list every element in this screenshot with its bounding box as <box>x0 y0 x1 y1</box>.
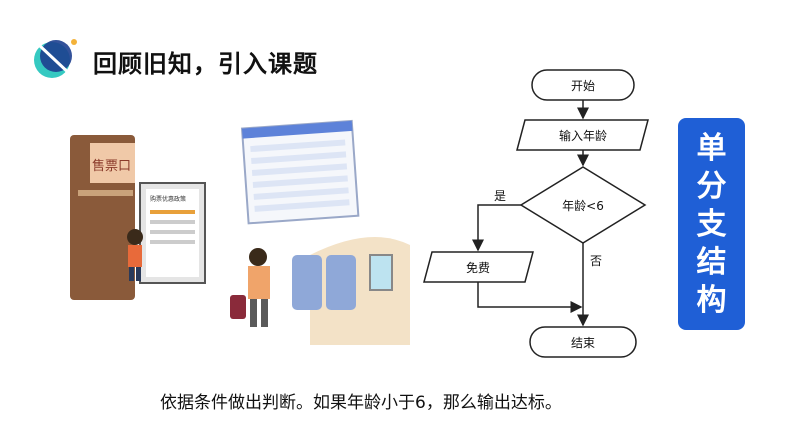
structure-label: 单分支结构 <box>678 130 745 320</box>
caption: 依据条件做出判断。如果年龄小于6，那么输出达标。 <box>160 393 562 413</box>
illustration: 售票口 购票优惠政策 <box>70 115 410 350</box>
poster-title: 购票优惠政策 <box>150 195 186 203</box>
structure-label-char: 分 <box>696 169 727 204</box>
action-node <box>423 251 534 283</box>
no-label: 否 <box>590 254 602 268</box>
flowchart: 开始 输入年龄 年龄<6 是 免费 否 结束 <box>415 60 665 365</box>
ticket-sign: 售票口 <box>92 158 131 174</box>
end-label: 结束 <box>571 336 595 350</box>
page-title: 回顾旧知，引入课题 <box>93 50 318 78</box>
input-label: 输入年龄 <box>559 128 607 143</box>
structure-label-char: 构 <box>696 283 727 318</box>
input-node <box>516 119 649 151</box>
logo-icon <box>30 34 80 84</box>
yes-label: 是 <box>494 189 506 203</box>
structure-label-char: 单 <box>696 131 727 166</box>
structure-label-char: 支 <box>696 207 727 242</box>
start-label: 开始 <box>571 79 595 93</box>
action-label: 免费 <box>466 260 490 275</box>
decision-label: 年龄<6 <box>562 199 604 213</box>
structure-label-box: 单分支结构 <box>678 118 745 330</box>
structure-label-char: 结 <box>696 245 727 280</box>
end-node <box>529 326 637 358</box>
